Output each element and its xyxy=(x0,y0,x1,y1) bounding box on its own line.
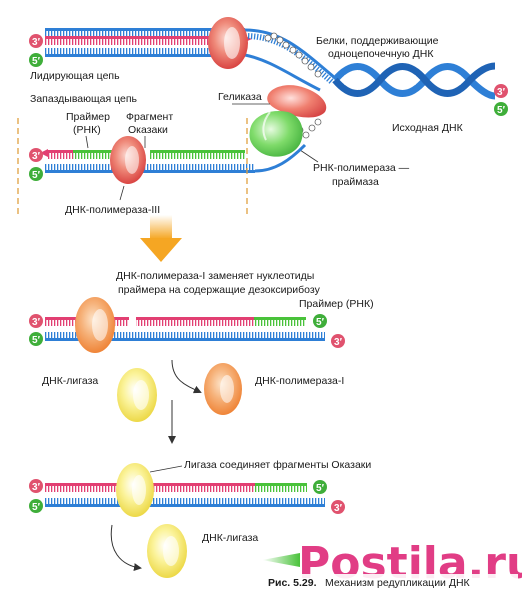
end-label-3prime-p2-right: 3′ xyxy=(331,334,345,348)
end-label-3prime: 3′ xyxy=(29,34,43,48)
primer-label-line1: Праймер xyxy=(66,111,110,123)
parent-dna-label: Исходная ДНК xyxy=(392,122,464,134)
okazaki-label-line1: Фрагмент xyxy=(126,111,173,123)
ligase-label-p2: ДНК-лигаза xyxy=(42,375,98,387)
template-strand-p2 xyxy=(45,332,325,341)
pol1-release-arrow xyxy=(171,359,202,394)
helicase-label: Геликаза xyxy=(218,91,262,103)
end-label-5prime-helix: 5′ xyxy=(494,102,508,116)
down-arrow-icon xyxy=(140,215,182,262)
end-label-5prime-p3-right: 5′ xyxy=(313,480,327,494)
svg-text:3′: 3′ xyxy=(32,482,41,493)
svg-text:5′: 5′ xyxy=(32,335,41,346)
svg-text:3′: 3′ xyxy=(497,87,506,98)
figure-caption: Рис. 5.29. Механизм редупликации ДНК xyxy=(268,573,471,590)
dna-ligase-released xyxy=(147,524,187,578)
end-label-5prime-lagging: 5′ xyxy=(29,167,43,181)
template-strand-p3 xyxy=(45,498,325,507)
primase-pointer xyxy=(299,149,319,163)
dna-polymerase-i-on-strand xyxy=(75,297,115,353)
caption-prefix: Рис. 5.29. xyxy=(268,577,317,589)
svg-text:3′: 3′ xyxy=(334,337,343,348)
panel-primer-replacement: ДНК-полимераза-I заменяет нуклеотиды пра… xyxy=(29,270,374,444)
pol3-pointer xyxy=(119,185,125,201)
primer-label-p2: Праймер (РНК) xyxy=(299,298,374,310)
dna-ligase-on-strand xyxy=(116,463,154,517)
primase-label-line2: праймаза xyxy=(332,176,379,188)
new-strand-p3 xyxy=(45,483,307,492)
panel-replication-fork: 3′ 5′ Лидирующая цепь Белки, поддерживаю… xyxy=(17,17,508,218)
end-label-3prime-p2: 3′ xyxy=(29,314,43,328)
end-label-3prime-helix: 3′ xyxy=(494,84,508,98)
pol1-desc-line2: праймера на содержащие дезоксирибозу xyxy=(118,284,321,296)
svg-text:3′: 3′ xyxy=(32,151,41,162)
end-label-5prime-p3: 5′ xyxy=(29,499,43,513)
primase-label-line1: РНК-полимераза — xyxy=(313,162,410,174)
end-label-5prime-p2: 5′ xyxy=(29,332,43,346)
svg-text:3′: 3′ xyxy=(334,503,343,514)
svg-text:5′: 5′ xyxy=(32,170,41,181)
dna-helix-icon xyxy=(332,62,496,100)
primer-label-line2: (РНК) xyxy=(73,124,101,136)
svg-text:5′: 5′ xyxy=(316,317,325,328)
svg-text:3′: 3′ xyxy=(32,37,41,48)
svg-text:3′: 3′ xyxy=(32,317,41,328)
ssb-label-line2: одноцепочечную ДНК xyxy=(328,48,434,60)
caption-bg xyxy=(268,574,518,590)
pol3-label: ДНК-полимераза-III xyxy=(65,204,160,216)
svg-text:5′: 5′ xyxy=(32,502,41,513)
svg-text:5′: 5′ xyxy=(32,56,41,67)
dna-polymerase-iii xyxy=(110,136,146,184)
pol1-label-free: ДНК-полимераза-I xyxy=(255,375,344,387)
lagging-strand-label: Запаздывающая цепь xyxy=(30,93,138,105)
end-label-5prime-p2-right: 5′ xyxy=(313,314,327,328)
ligase-release-arrow xyxy=(110,524,142,572)
dna-polymerase-leading xyxy=(208,17,248,69)
primase xyxy=(249,110,303,157)
lagging-strand-template xyxy=(45,143,307,173)
leading-strand-label: Лидирующая цепь xyxy=(30,70,120,82)
end-label-5prime: 5′ xyxy=(29,53,43,67)
svg-text:5′: 5′ xyxy=(316,483,325,494)
dna-polymerase-i-free xyxy=(204,363,242,415)
end-label-3prime-lagging: 3′ xyxy=(29,148,43,162)
dna-ligase-free xyxy=(117,368,157,422)
pol1-desc-line1: ДНК-полимераза-I заменяет нуклеотиды xyxy=(116,270,314,282)
ligase-joins-pointer xyxy=(149,465,183,473)
leading-strand-template xyxy=(45,28,336,92)
ssb-label-line1: Белки, поддерживающие xyxy=(316,35,439,47)
end-label-3prime-p3-right: 3′ xyxy=(331,500,345,514)
svg-text:5′: 5′ xyxy=(497,105,506,116)
ligase-label-p3: ДНК-лигаза xyxy=(202,532,258,544)
primer-pointer xyxy=(85,135,89,149)
end-label-3prime-p3: 3′ xyxy=(29,479,43,493)
caption-text: Механизм редупликации ДНК xyxy=(325,577,471,589)
helicase xyxy=(267,85,327,118)
okazaki-label-line2: Оказаки xyxy=(128,124,168,136)
panel-ligation: Лигаза соединяет фрагменты Оказаки 3′ 5′… xyxy=(29,459,371,578)
ligase-joins-label: Лигаза соединяет фрагменты Оказаки xyxy=(184,459,371,471)
